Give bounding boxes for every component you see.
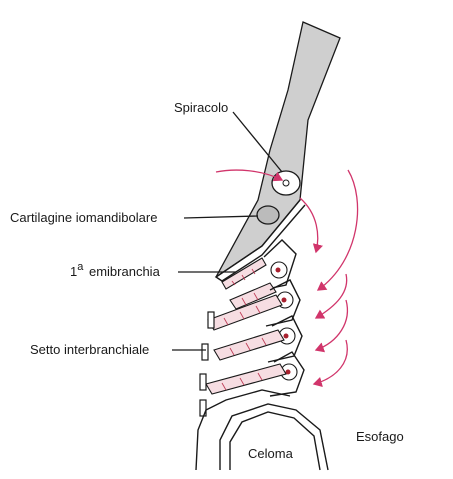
hyomandibular-cartilage bbox=[256, 205, 280, 225]
label-spiracolo: Spiracolo bbox=[174, 100, 228, 115]
label-cartilagine: Cartilagine iomandibolare bbox=[10, 210, 157, 225]
body-wall bbox=[195, 389, 291, 471]
gill-arch-2 bbox=[207, 279, 301, 331]
cartilagine-leader bbox=[183, 215, 259, 219]
water-flow-arrows bbox=[215, 169, 359, 387]
label-setto: Setto interbranchiale bbox=[30, 342, 149, 357]
spiracolo-leader bbox=[232, 111, 283, 173]
gill-arch-3 bbox=[213, 315, 303, 363]
head-tissue-block bbox=[215, 21, 341, 278]
label-esofago: Esofago bbox=[356, 429, 404, 444]
septum-stubs bbox=[199, 311, 215, 417]
gill-arch-4 bbox=[205, 351, 305, 397]
label-emibranchia: 1a emibranchia bbox=[70, 261, 161, 279]
head-tissue-edge bbox=[214, 199, 306, 282]
spiracle-center bbox=[282, 179, 290, 187]
coelom-outline bbox=[219, 403, 329, 471]
label-celoma: Celoma bbox=[248, 446, 294, 461]
first-hemibranch bbox=[221, 257, 267, 290]
coelom-inner-outline bbox=[229, 411, 321, 471]
